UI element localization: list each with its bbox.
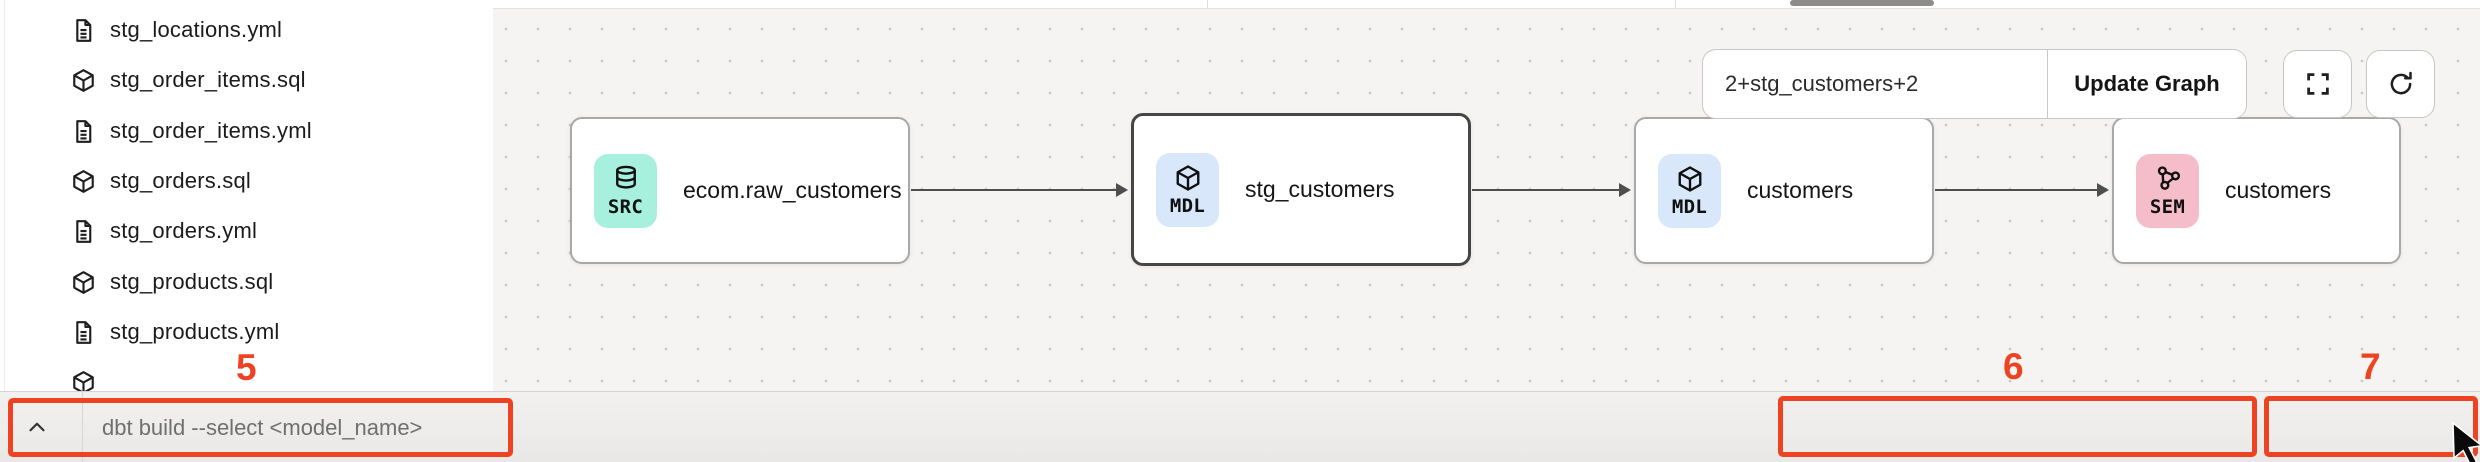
strip-divider xyxy=(1207,0,1208,8)
model-badge: MDL xyxy=(1156,152,1219,227)
file-tree-panel: stg_locations.yml stg_order_items.sql st… xyxy=(0,0,493,392)
annotation-number-7: 7 xyxy=(2360,346,2381,387)
file-tree-item[interactable]: stg_order_items.sql xyxy=(0,55,493,105)
canvas-top-strip xyxy=(493,0,2480,9)
semantic-badge: SEM xyxy=(2136,153,2199,228)
lineage-node-model-selected[interactable]: MDL stg_customers xyxy=(1131,113,1471,266)
lineage-node-model[interactable]: MDL customers xyxy=(1634,117,1934,264)
cube-icon xyxy=(1176,164,1199,191)
yaml-file-icon xyxy=(70,17,97,44)
lineage-node-semantic[interactable]: SEM customers xyxy=(2112,117,2401,264)
sql-model-file-icon xyxy=(70,269,97,296)
file-name: stg_products.sql xyxy=(110,269,274,294)
badge-label: MDL xyxy=(1671,195,1708,218)
pill-divider xyxy=(2046,50,2048,118)
node-label: customers xyxy=(1747,177,1854,203)
file-tree-item-partial[interactable] xyxy=(0,357,493,392)
yaml-file-icon xyxy=(70,319,97,346)
file-name: stg_locations.yml xyxy=(110,17,283,42)
lineage-edge xyxy=(911,183,1128,197)
database-icon xyxy=(615,165,636,189)
file-tree-item[interactable]: stg_orders.sql xyxy=(0,156,493,206)
node-label: customers xyxy=(2225,177,2332,203)
chevron-up-icon xyxy=(29,422,45,432)
annotation-number-6: 6 xyxy=(2003,346,2024,387)
fullscreen-button[interactable] xyxy=(2283,50,2352,118)
sql-model-file-icon xyxy=(70,369,97,392)
file-name: stg_orders.yml xyxy=(110,218,258,243)
file-tree-item[interactable]: stg_order_items.yml xyxy=(0,106,493,156)
sql-model-file-icon xyxy=(70,67,97,94)
command-bar: Defer to staging/production ? Ready ••• xyxy=(0,391,2480,462)
badge-label: SEM xyxy=(2149,195,2186,218)
file-tree-item[interactable]: stg_products.yml xyxy=(0,307,493,357)
node-label: ecom.raw_customers xyxy=(683,177,902,203)
command-bar-divider xyxy=(82,392,83,462)
command-input[interactable] xyxy=(100,392,724,462)
source-badge: SRC xyxy=(594,153,657,228)
refresh-button[interactable] xyxy=(2366,50,2435,118)
file-tree-item[interactable]: stg_products.sql xyxy=(0,257,493,307)
graph-selector-group: Update Graph xyxy=(1702,49,2247,119)
badge-label: MDL xyxy=(1169,194,1206,217)
mouse-cursor xyxy=(2444,420,2480,462)
file-name: stg_order_items.yml xyxy=(110,118,312,143)
file-name: stg_order_items.sql xyxy=(110,67,306,92)
model-badge: MDL xyxy=(1658,153,1721,228)
yaml-file-icon xyxy=(70,218,97,245)
cube-icon xyxy=(1678,165,1701,192)
fullscreen-icon xyxy=(2306,73,2329,95)
yaml-file-icon xyxy=(70,118,97,145)
node-network-icon xyxy=(2157,165,2180,190)
selector-input[interactable] xyxy=(1703,50,2047,118)
file-tree-item[interactable]: stg_orders.yml xyxy=(0,206,493,256)
lineage-edge xyxy=(1472,183,1631,197)
lineage-node-source[interactable]: SRC ecom.raw_customers xyxy=(570,117,910,264)
strip-divider xyxy=(1675,0,1676,8)
update-graph-button[interactable]: Update Graph xyxy=(2048,50,2246,118)
file-tree-item[interactable]: stg_locations.yml xyxy=(0,5,493,55)
sql-model-file-icon xyxy=(70,168,97,195)
panel-left-divider xyxy=(4,0,5,392)
badge-label: SRC xyxy=(607,195,644,218)
lineage-edge xyxy=(1935,183,2109,197)
file-name: stg_products.yml xyxy=(110,319,280,344)
file-name: stg_orders.sql xyxy=(110,168,251,193)
annotation-number-5: 5 xyxy=(236,347,257,388)
horizontal-scrollbar-thumb[interactable] xyxy=(1790,0,1934,6)
refresh-icon xyxy=(2390,71,2412,95)
node-label: stg_customers xyxy=(1245,176,1395,202)
expand-panel-button[interactable] xyxy=(18,408,56,446)
